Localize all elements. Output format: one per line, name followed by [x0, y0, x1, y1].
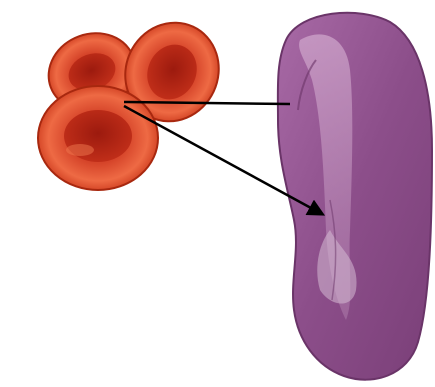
- spleen-icon: [278, 13, 432, 380]
- red-blood-cell-cluster-icon: [38, 7, 235, 190]
